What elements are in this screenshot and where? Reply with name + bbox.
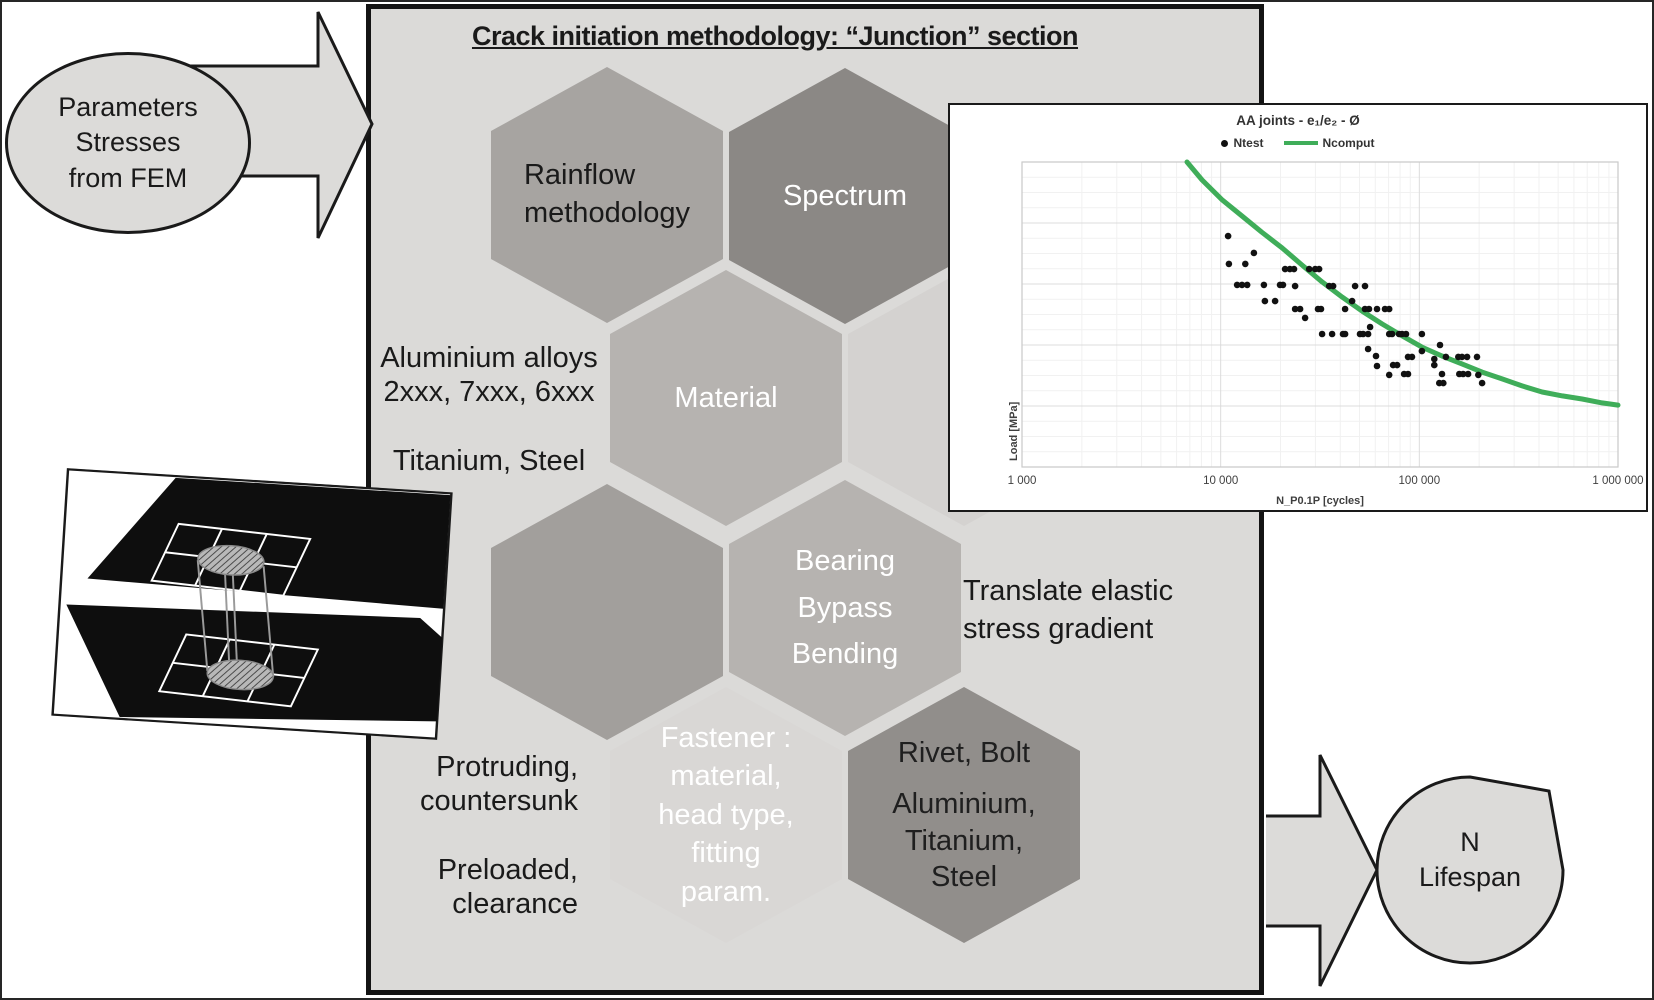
input-ellipse-label: Parameters Stresses from FEM [58,92,198,193]
line-marker-icon [1283,141,1318,145]
x-tick-label: 1 000 000 [1592,475,1644,487]
output-arrow-icon [1266,754,1379,987]
input-ellipse: Parameters Stresses from FEM [5,52,251,234]
hex-rainflow-methodology: Rainflow methodology [491,67,723,323]
hex-label: Fastener : material, head type, fitting … [658,721,794,908]
riveted-lap-joint-sketch [51,467,453,741]
chart-legend: Ntest Ncomput [950,136,1646,150]
hex-rivet-bolt: Rivet, Bolt Aluminium, Titanium, Steel [848,687,1080,943]
x-tick-label: 100 000 [1398,475,1441,487]
annotation-stress-gradient: Translate elastic stress gradient [963,575,1174,645]
hex-material: Material [610,270,842,526]
joint-illustration [48,467,457,741]
hex-bearing-bypass-bending: Bearing Bypass Bending [729,480,961,736]
page-title: Crack initiation methodology: “Junction”… [471,21,1079,51]
scatter-marker-icon [1221,139,1229,147]
x-tick-label: 1 000 [1007,475,1037,487]
legend-ncomput: Ncomput [1283,136,1375,150]
legend-ntest: Ntest [1221,136,1264,150]
hex-label: Material [674,381,778,414]
legend-label: Ncomput [1322,136,1375,150]
output-blob-label-wrap: N Lifespan [1390,825,1550,895]
hex-label: Rivet, Bolt [897,737,1031,769]
output-blob-label: N Lifespan [1418,827,1522,893]
hex-label: Rainflow methodology [523,159,691,229]
hex-spectrum: Spectrum [729,68,961,324]
hex-fastener: Fastener : material, head type, fitting … [610,687,842,943]
hex-label-secondary: Aluminium, Titanium, Steel [892,788,1036,893]
hex-label: Bearing Bypass Bending [791,544,899,671]
plot-area [1021,159,1621,468]
x-axis-label: N_P0.1P [cycles] [1276,495,1364,507]
legend-label: Ntest [1233,136,1264,150]
y-axis-label: Load [MPa] [1008,401,1020,461]
chart-title: AA joints - e₁/e₂ - Ø [1236,113,1360,128]
hex-label: Spectrum [782,179,908,212]
x-tick-label: 10 000 [1203,475,1239,487]
annotation-fastener-types: Protruding, countersunk Preloaded, clear… [420,751,578,920]
annotation-materials: Aluminium alloys 2xxx, 7xxx, 6xxx Titani… [380,342,598,477]
hex-blank-dark [491,484,723,740]
sn-curve-chart: AA joints - e₁/e₂ - Ø Ntest Ncomput 1 00… [948,103,1648,512]
